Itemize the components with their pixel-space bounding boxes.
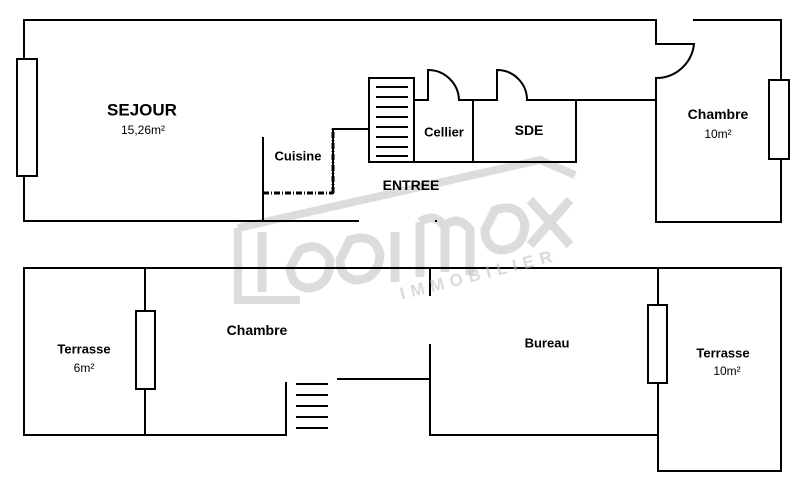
terrasse-right-window	[647, 304, 668, 384]
cellier-walls	[413, 99, 577, 163]
upper-outer-wall	[23, 19, 657, 222]
entree-label: ENTREE	[382, 177, 440, 193]
lower-floor-walls	[23, 267, 782, 472]
kitchen-counter	[263, 129, 335, 195]
sejour-window	[16, 58, 38, 177]
bureau-label: Bureau	[524, 335, 570, 351]
terrasse-left-window	[135, 310, 156, 390]
sejour-label: SEJOUR	[107, 100, 177, 120]
upper-staircase	[368, 77, 415, 163]
upper-floor-walls	[23, 19, 782, 223]
cuisine-right-wall	[332, 128, 370, 194]
chambre-walls	[655, 19, 782, 223]
upper-windows	[16, 58, 790, 177]
cuisine-label: Cuisine	[274, 148, 322, 164]
lower-windows	[135, 304, 668, 390]
sde-label: SDE	[514, 122, 544, 138]
chambre-window	[768, 79, 790, 160]
doors	[427, 43, 696, 101]
terrasse-left-area: 6m²	[73, 361, 95, 375]
terrasse-right-label: Terrasse	[696, 345, 750, 361]
watermark-letters-outline	[257, 197, 574, 293]
sde-door	[496, 68, 528, 101]
chambre-upper-area: 10m²	[704, 127, 732, 141]
watermark-logo	[234, 155, 577, 304]
lower-outer-wall	[23, 267, 782, 472]
chambre-lower-label: Chambre	[226, 322, 288, 338]
lower-left-wall	[23, 267, 287, 436]
terrasse-left-label: Terrasse	[57, 341, 111, 357]
cellier-door	[427, 68, 460, 101]
upper-stair-treads	[376, 86, 408, 157]
cellier-label: Cellier	[424, 124, 464, 140]
watermark-house-outline	[234, 155, 577, 304]
terrasse-right-area: 10m²	[713, 364, 741, 378]
sejour-area: 15,26m²	[120, 123, 166, 137]
lower-stair-treads	[296, 383, 328, 429]
chambre-upper-label: Chambre	[687, 106, 749, 122]
chambre-door	[655, 43, 696, 80]
